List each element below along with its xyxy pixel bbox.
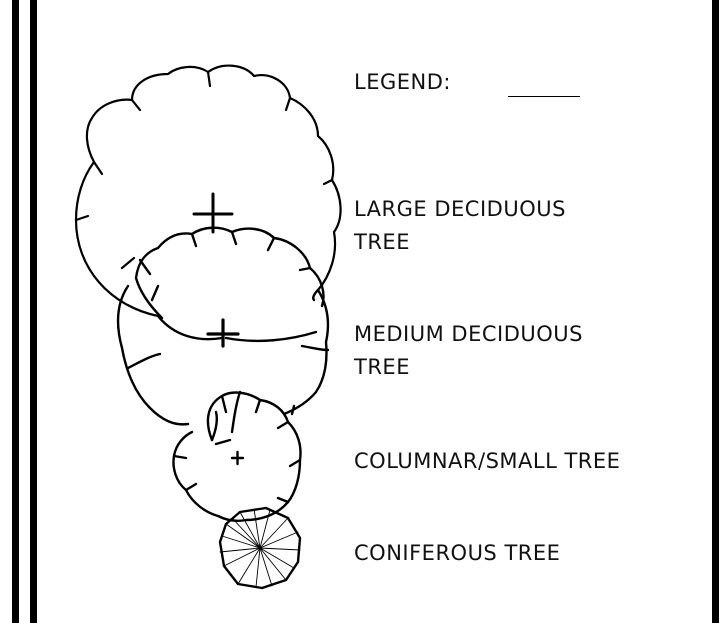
- legend-label-line2: TREE: [354, 355, 410, 379]
- legend-label-line1: LARGE DECIDUOUS: [354, 197, 566, 221]
- legend-label-columnar-small: COLUMNAR/SMALL TREE: [354, 445, 620, 478]
- legend-label-medium-deciduous: MEDIUM DECIDUOUS TREE: [354, 318, 583, 384]
- columnar-small-tree-symbol: [172, 390, 302, 522]
- legend-label-line1: COLUMNAR/SMALL TREE: [354, 449, 621, 473]
- legend-label-line1: MEDIUM DECIDUOUS: [354, 322, 583, 346]
- legend-label-large-deciduous: LARGE DECIDUOUS TREE: [354, 193, 566, 259]
- legend-label-line1: CONIFEROUS TREE: [354, 541, 561, 565]
- medium-deciduous-tree-symbol: [116, 226, 330, 426]
- left-border-outer: [12, 0, 19, 623]
- legend-label-coniferous: CONIFEROUS TREE: [354, 537, 560, 570]
- left-border-inner: [30, 0, 37, 623]
- right-border: [712, 0, 719, 623]
- legend-title-underline: [508, 96, 580, 97]
- legend-label-line2: TREE: [354, 230, 410, 254]
- legend-title: LEGEND:: [354, 70, 451, 94]
- coniferous-tree-symbol: [218, 506, 302, 590]
- large-deciduous-tree-symbol: [74, 64, 342, 318]
